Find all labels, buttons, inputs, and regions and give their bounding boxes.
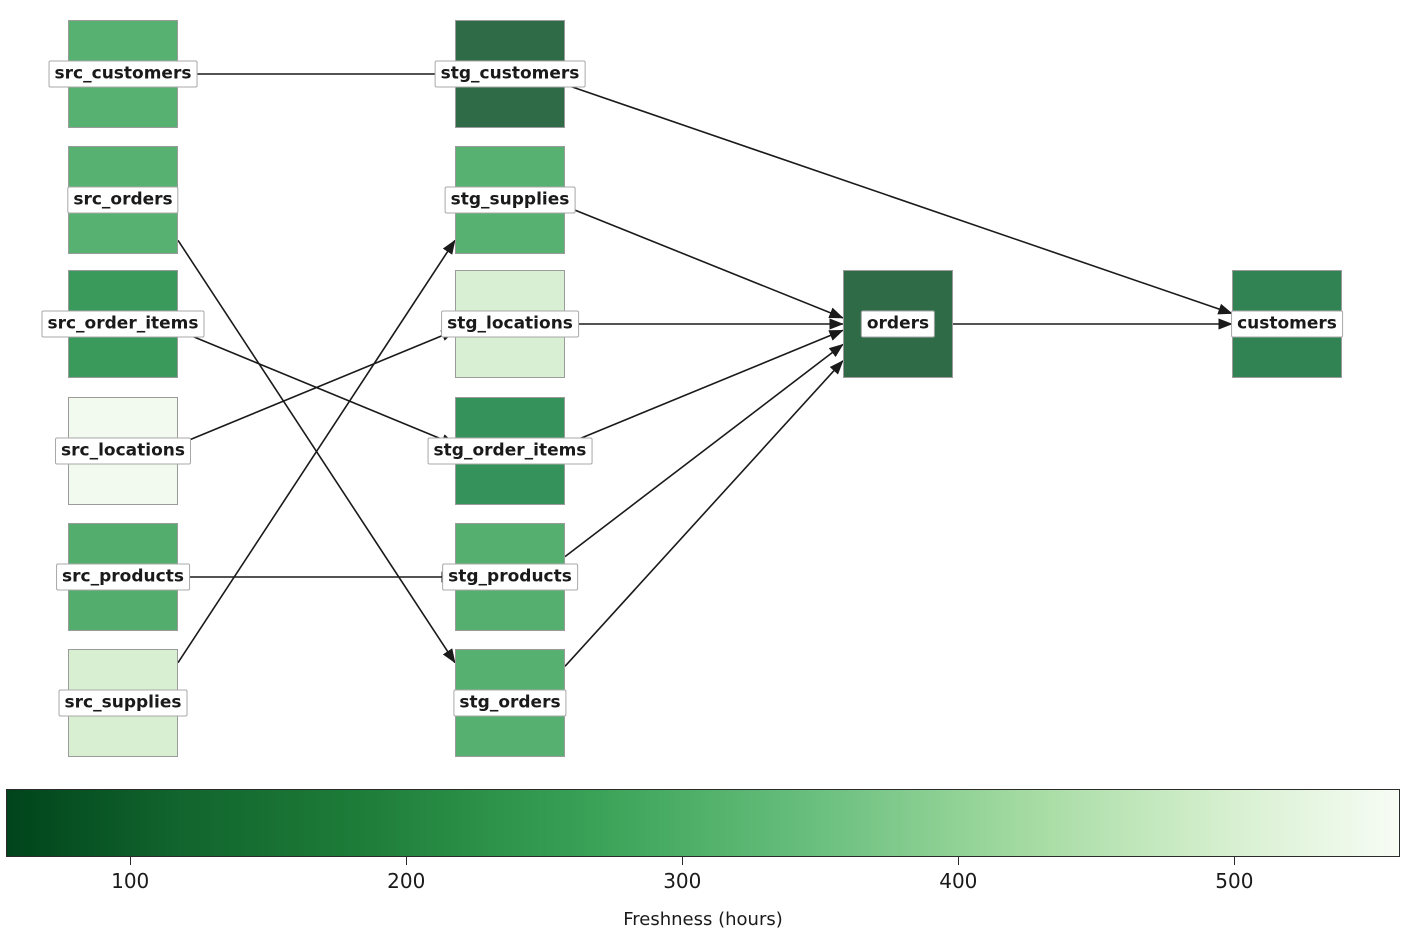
- node-label-stg_order_items[interactable]: stg_order_items: [427, 437, 593, 465]
- colorbar-tick-300: [682, 857, 684, 865]
- colorbar-tick-400: [958, 857, 960, 865]
- node-label-stg_orders[interactable]: stg_orders: [453, 689, 567, 717]
- node-label-stg_supplies[interactable]: stg_supplies: [444, 186, 576, 214]
- node-label-stg_locations[interactable]: stg_locations: [441, 310, 579, 338]
- node-label-stg_products[interactable]: stg_products: [442, 563, 578, 591]
- node-label-customers[interactable]: customers: [1231, 310, 1343, 338]
- node-label-src_customers[interactable]: src_customers: [48, 60, 198, 88]
- node-label-src_supplies[interactable]: src_supplies: [58, 689, 188, 717]
- node-label-src_products[interactable]: src_products: [56, 563, 190, 591]
- colorbar-tick-label-100: 100: [111, 869, 150, 893]
- colorbar-gradient: [6, 789, 1400, 857]
- colorbar-tick-100: [130, 857, 132, 865]
- freshness-colorbar: 100 200 300 400 500 Freshness (hours): [6, 789, 1400, 930]
- colorbar-tick-200: [406, 857, 408, 865]
- colorbar-tick-500: [1234, 857, 1236, 865]
- colorbar-tick-label-500: 500: [1215, 869, 1254, 893]
- node-label-src_orders[interactable]: src_orders: [67, 186, 179, 214]
- node-label-stg_customers[interactable]: stg_customers: [434, 60, 586, 88]
- node-label-orders[interactable]: orders: [860, 310, 936, 338]
- node-label-src_locations[interactable]: src_locations: [55, 437, 191, 465]
- colorbar-tick-label-300: 300: [663, 869, 702, 893]
- colorbar-axis-label: Freshness (hours): [623, 909, 783, 930]
- colorbar-tick-label-200: 200: [387, 869, 426, 893]
- colorbar-tick-label-400: 400: [939, 869, 978, 893]
- node-label-src_order_items[interactable]: src_order_items: [41, 310, 205, 338]
